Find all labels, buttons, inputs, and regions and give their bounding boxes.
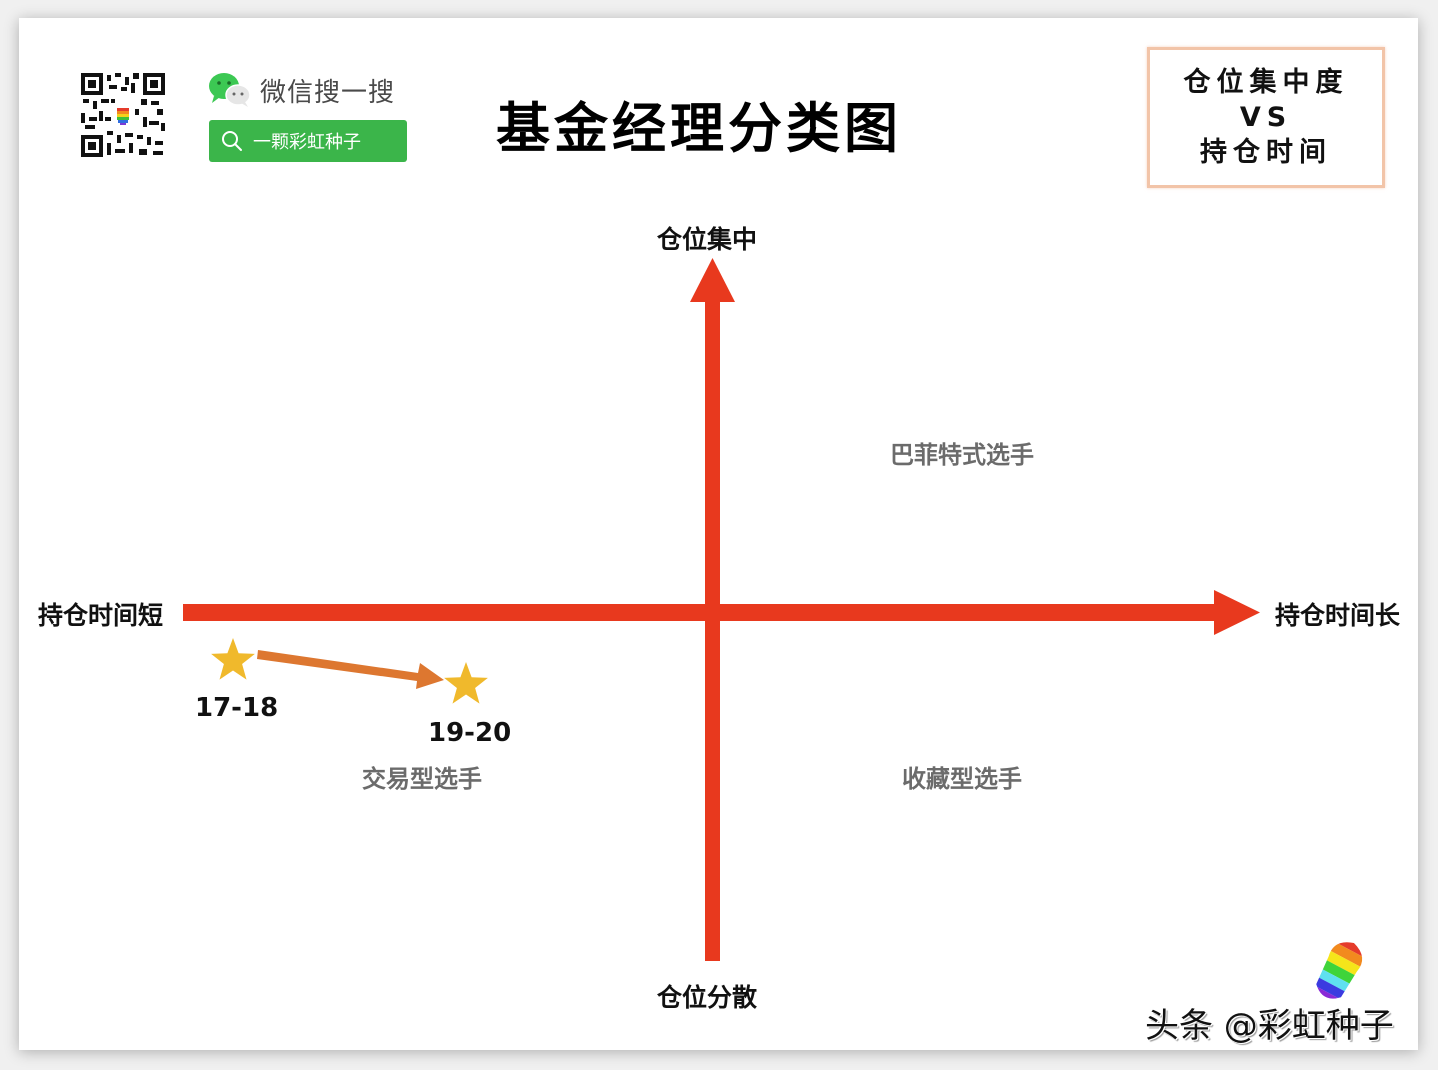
qr-code-icon — [81, 73, 165, 157]
legend-box: 仓位集中度 VS 持仓时间 — [1147, 47, 1385, 188]
watermark: 头条 @彩虹种子 — [1145, 1006, 1394, 1046]
point-label-17-18: 17-18 — [195, 693, 279, 723]
axis-label-right: 持仓时间长 — [1275, 601, 1401, 630]
wechat-search-header: 微信搜一搜 — [208, 70, 395, 110]
legend-line-3: 持仓时间 — [1200, 137, 1332, 168]
point-label-19-20: 19-20 — [428, 718, 512, 748]
axis-label-top: 仓位集中 — [657, 225, 758, 254]
legend-line-2: VS — [1239, 102, 1293, 133]
quadrant-label-top-right: 巴菲特式选手 — [890, 441, 1034, 469]
search-term: 一颗彩虹种子 — [253, 132, 361, 153]
wechat-search-label: 微信搜一搜 — [260, 77, 396, 108]
wechat-icon — [209, 73, 251, 107]
search-icon — [222, 131, 242, 151]
transition-arrow — [257, 650, 444, 689]
legend-line-1: 仓位集中度 — [1183, 67, 1349, 98]
quadrant-label-bottom-right: 收藏型选手 — [902, 765, 1022, 793]
axis-label-left: 持仓时间短 — [38, 601, 164, 630]
page-title: 基金经理分类图 — [496, 97, 902, 160]
horizontal-axis-arrow — [183, 590, 1260, 635]
vertical-axis-arrow — [690, 258, 735, 961]
star-icon-17-18 — [211, 638, 255, 680]
axis-label-bottom: 仓位分散 — [657, 983, 758, 1012]
wechat-search-button[interactable]: 一颗彩虹种子 — [209, 120, 407, 162]
quadrant-label-bottom-left: 交易型选手 — [362, 765, 482, 793]
star-icon-19-20 — [444, 662, 488, 704]
